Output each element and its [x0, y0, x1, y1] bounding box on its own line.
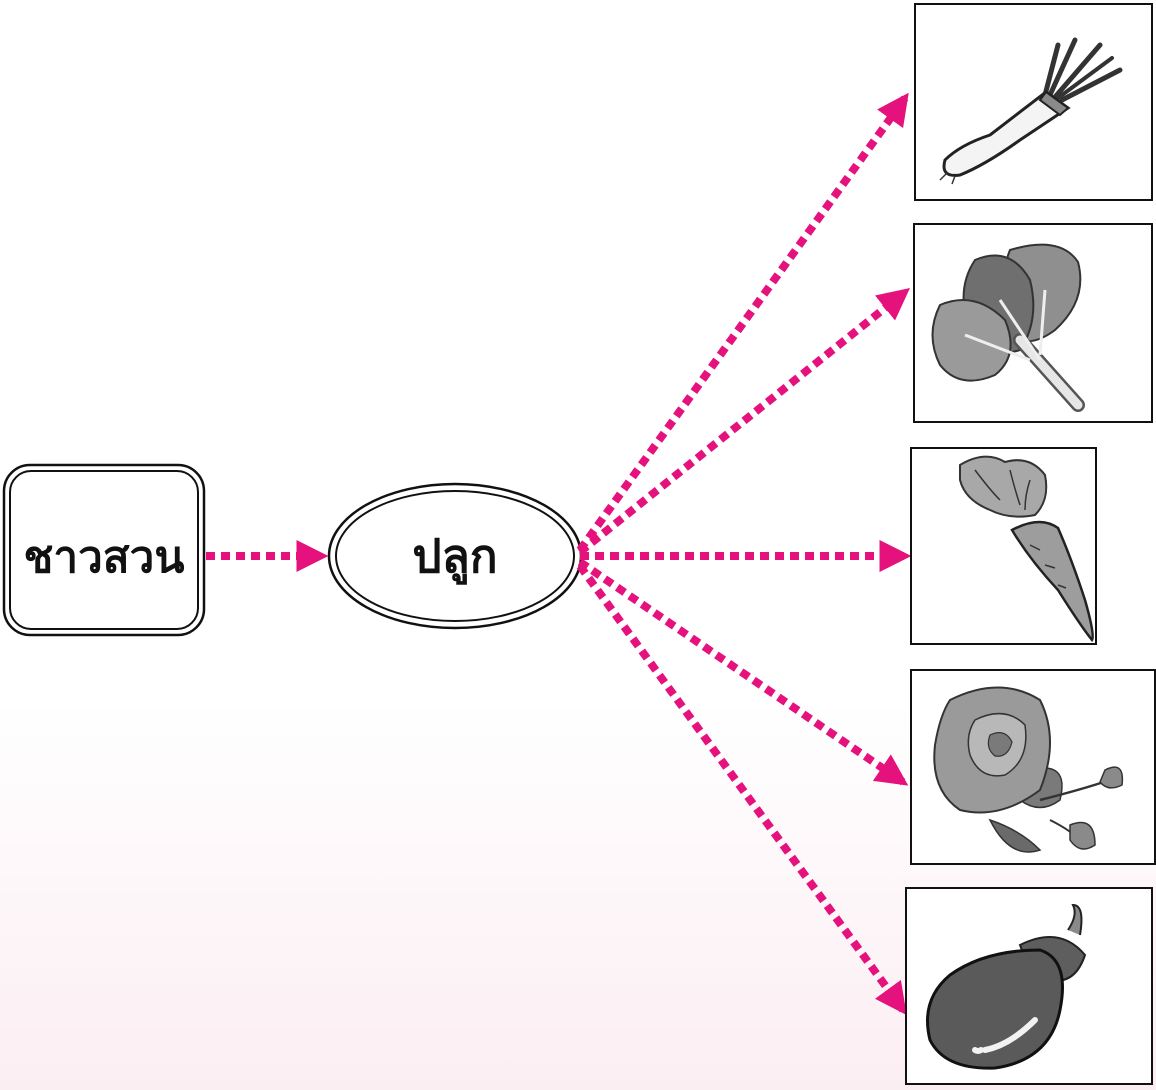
- arrow-to-target-1: [576, 92, 909, 553]
- arrow-to-target-2: [577, 288, 910, 556]
- leafy-greens-icon: [931, 243, 1085, 412]
- target-card-5: [905, 887, 1153, 1085]
- arrow-to-target-5: [576, 563, 907, 1016]
- target-card-1: [914, 3, 1153, 201]
- arrow-to-target-4: [577, 558, 909, 786]
- eggplant-icon: [926, 903, 1087, 1070]
- target-card-2: [913, 223, 1153, 423]
- target-card-4: [910, 669, 1156, 865]
- target-card-3: [910, 447, 1097, 645]
- connectors: [206, 92, 912, 1016]
- verb-node-label: ปลูก: [412, 529, 497, 585]
- rose-icon: [933, 686, 1124, 853]
- source-node-label: ชาวสวน: [24, 532, 185, 583]
- green-onion-icon: [939, 37, 1123, 185]
- verb-node: ปลูก: [327, 482, 583, 630]
- carrot-icon: [959, 455, 1094, 643]
- source-node: ชาวสวน: [2, 463, 206, 637]
